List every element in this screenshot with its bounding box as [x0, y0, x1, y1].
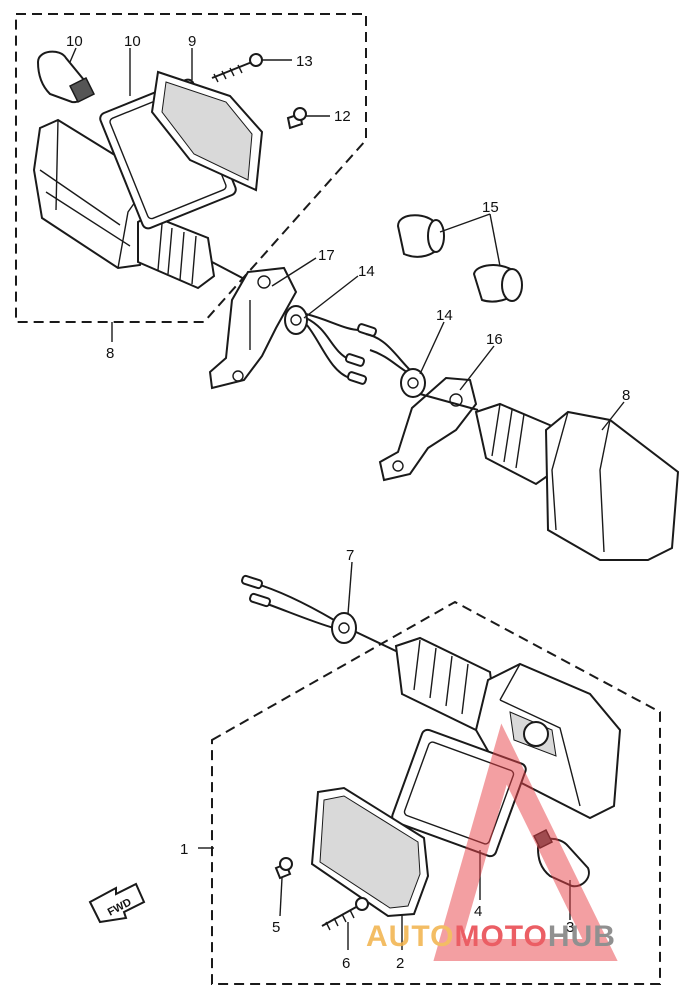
front-left-assembly: [15, 13, 367, 323]
callout-12: 12: [334, 108, 351, 125]
callout-13: 13: [296, 53, 313, 70]
watermark-triangle-icon: [433, 723, 618, 961]
callout-4: 4: [474, 903, 482, 920]
callout-8-right: 8: [622, 387, 630, 404]
watermark-hub: HUB: [548, 920, 616, 953]
callout-8-left: 8: [106, 345, 114, 362]
front-right-assembly: [474, 402, 680, 561]
callout-11: 10: [124, 33, 141, 50]
callout-7: 7: [346, 547, 354, 564]
callout-6-label: 6: [342, 955, 350, 972]
callout-10: 10: [66, 33, 83, 50]
callout-3: 3: [566, 919, 574, 936]
callout-14-a: 14: [358, 263, 375, 280]
callout-16: 16: [486, 331, 503, 348]
watermark-auto: AUTO: [366, 920, 454, 953]
mounting-hardware: [208, 214, 523, 482]
callout-17: 17: [318, 247, 335, 264]
leader-lines: [69, 47, 625, 950]
watermark-moto: MOTO: [454, 920, 547, 953]
callout-5: 5: [272, 919, 280, 936]
callout-labels: 10 10 9 13 12 8 17 14 15 14 16 8 7 1 5 4…: [66, 33, 630, 972]
callout-14-b: 14: [436, 307, 453, 324]
callout-15: 15: [482, 199, 499, 216]
watermark-text: AUTOMOTOHUB: [366, 920, 616, 953]
watermark: AUTOMOTOHUB: [366, 723, 618, 961]
fwd-direction-marker: FWD: [88, 882, 146, 924]
callout-1: 1: [180, 841, 188, 858]
callout-9: 9: [188, 33, 196, 50]
callout-2: 2: [396, 955, 404, 972]
